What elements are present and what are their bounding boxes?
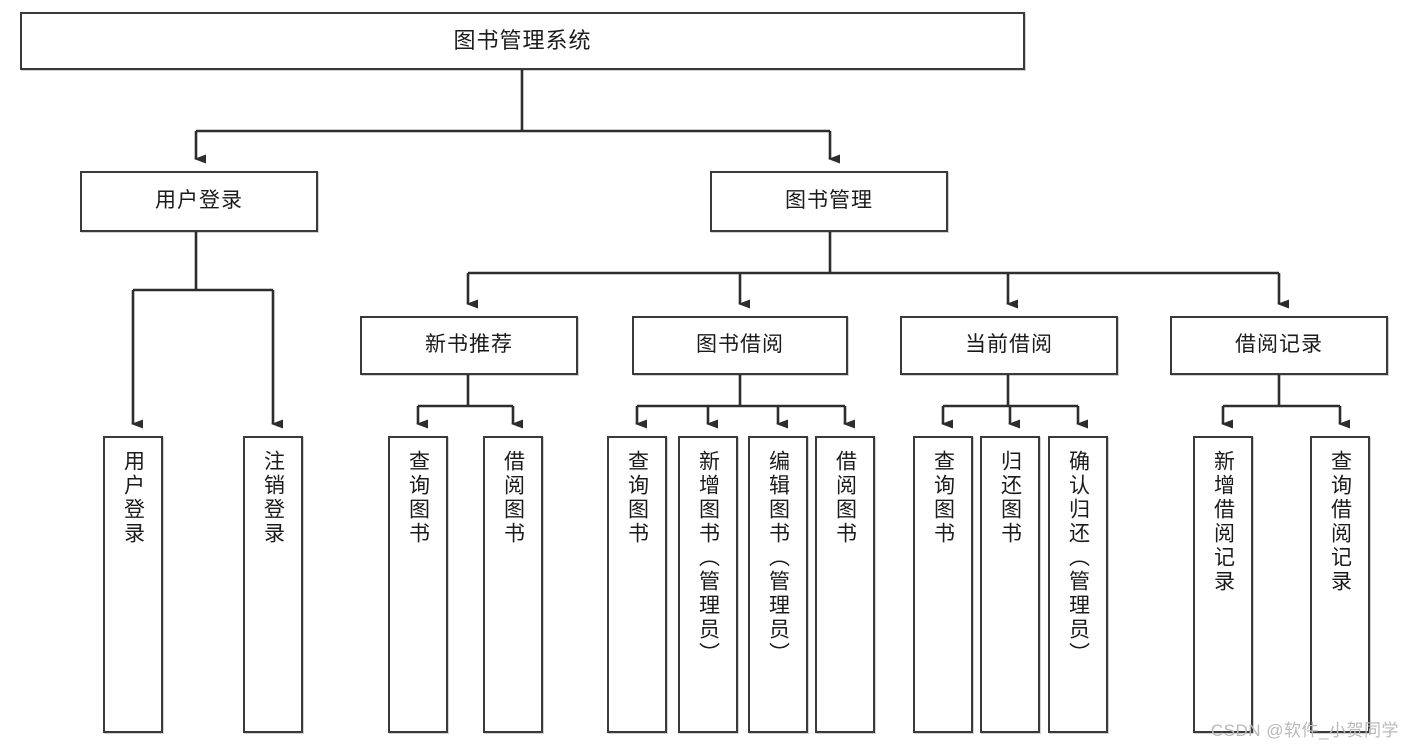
node-leaf-user-login[interactable]: 用户登录 [103, 436, 163, 733]
node-leaf-user-login-label: 用户登录 [121, 450, 145, 546]
node-leaf-borrow-books-2-label: 借阅图书 [833, 450, 857, 546]
node-book-borrow-label: 图书借阅 [696, 333, 784, 357]
node-leaf-logout-label: 注销登录 [261, 450, 285, 546]
node-leaf-query-books-2-label: 查询图书 [625, 450, 649, 546]
node-leaf-query-books-3-label: 查询图书 [931, 450, 955, 546]
node-leaf-return-books[interactable]: 归还图书 [980, 436, 1040, 733]
node-leaf-query-books-2[interactable]: 查询图书 [607, 436, 667, 733]
node-leaf-confirm-return-admin[interactable]: 确认归还（管理员） [1048, 436, 1108, 733]
node-new-book-recommend[interactable]: 新书推荐 [360, 316, 578, 375]
node-new-book-recommend-label: 新书推荐 [425, 333, 513, 357]
node-leaf-borrow-books-2[interactable]: 借阅图书 [815, 436, 875, 733]
node-leaf-return-books-label: 归还图书 [998, 450, 1022, 546]
node-leaf-query-books-1[interactable]: 查询图书 [388, 436, 448, 733]
node-leaf-edit-book-admin[interactable]: 编辑图书（管理员） [748, 436, 808, 733]
node-leaf-query-borrow-record-label: 查询借阅记录 [1328, 450, 1352, 594]
node-root[interactable]: 图书管理系统 [20, 12, 1025, 70]
node-borrow-record[interactable]: 借阅记录 [1170, 316, 1388, 375]
node-book-borrow[interactable]: 图书借阅 [632, 316, 848, 375]
watermark: CSDN @软件_小贺同学 [1210, 721, 1399, 740]
node-leaf-add-book-admin[interactable]: 新增图书（管理员） [678, 436, 738, 733]
node-leaf-borrow-books-1-label: 借阅图书 [501, 450, 525, 546]
node-leaf-edit-book-admin-label: 编辑图书（管理员） [766, 450, 790, 666]
node-current-borrow-label: 当前借阅 [965, 333, 1053, 357]
node-leaf-logout[interactable]: 注销登录 [243, 436, 303, 733]
node-book-manage[interactable]: 图书管理 [710, 171, 948, 232]
node-leaf-add-borrow-record-label: 新增借阅记录 [1211, 450, 1235, 594]
node-leaf-query-books-1-label: 查询图书 [406, 450, 430, 546]
node-borrow-record-label: 借阅记录 [1235, 333, 1323, 357]
node-user-login[interactable]: 用户登录 [80, 171, 318, 232]
node-leaf-add-book-admin-label: 新增图书（管理员） [696, 450, 720, 666]
node-leaf-borrow-books-1[interactable]: 借阅图书 [483, 436, 543, 733]
node-current-borrow[interactable]: 当前借阅 [900, 316, 1118, 375]
node-leaf-confirm-return-admin-label: 确认归还（管理员） [1066, 450, 1090, 666]
node-leaf-query-books-3[interactable]: 查询图书 [913, 436, 973, 733]
node-leaf-query-borrow-record[interactable]: 查询借阅记录 [1310, 436, 1370, 733]
node-book-manage-label: 图书管理 [785, 189, 873, 213]
node-root-label: 图书管理系统 [453, 28, 592, 54]
node-user-login-label: 用户登录 [155, 189, 243, 213]
node-leaf-add-borrow-record[interactable]: 新增借阅记录 [1193, 436, 1253, 733]
